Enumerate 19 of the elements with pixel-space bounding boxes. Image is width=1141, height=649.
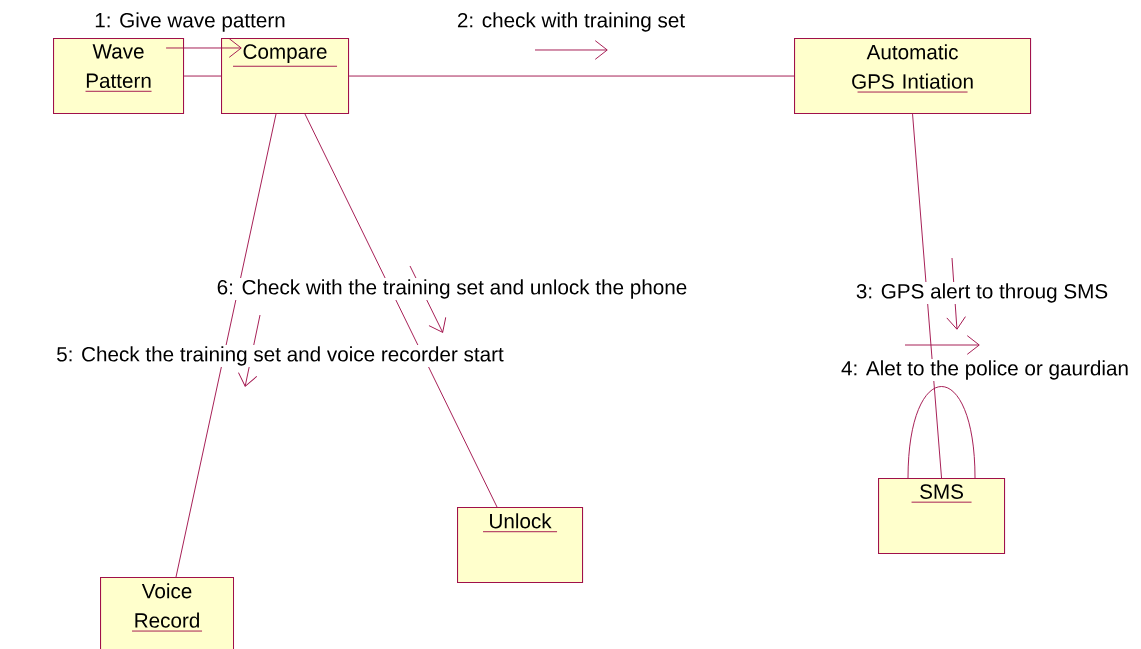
message-arrow bbox=[165, 38, 242, 58]
message-label: 3: GPS alert to throug SMS bbox=[854, 282, 1110, 304]
object-box: Automatic GPS Intiation bbox=[794, 38, 1032, 115]
link-line bbox=[183, 75, 222, 77]
message-label: 6: Check with the training set and unlock the phone bbox=[215, 278, 689, 300]
message-label: 5: Check the training set and voice recorder start bbox=[54, 345, 506, 367]
object-box: Compare bbox=[221, 38, 350, 115]
object-box: Unlock bbox=[457, 507, 584, 584]
message-label: 1: Give wave pattern bbox=[92, 11, 288, 33]
object-box: SMS bbox=[878, 478, 1006, 555]
link-line bbox=[175, 113, 277, 578]
link-line bbox=[907, 386, 976, 479]
link-line bbox=[348, 75, 795, 77]
message-label: 2: check with training set bbox=[455, 11, 687, 33]
link-line bbox=[912, 113, 942, 479]
message-label: 4: Alet to the police or gaurdian bbox=[839, 359, 1131, 381]
link-line bbox=[304, 113, 498, 508]
object-box: Voice Record bbox=[100, 577, 235, 649]
object-box: Wave Pattern bbox=[53, 38, 185, 115]
